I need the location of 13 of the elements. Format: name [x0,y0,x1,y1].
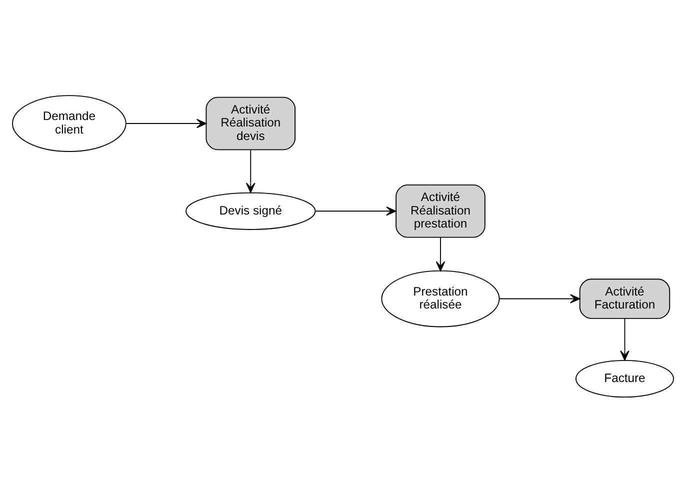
node-ellipse: Demande client [12,95,126,152]
arrow [620,318,630,361]
arrow [246,149,256,193]
arrow [315,206,396,216]
node-box: Activité Facturation [579,278,670,319]
node-ellipse: Facture [576,360,674,398]
arrow [499,294,580,304]
arrow [126,118,207,128]
node-box: Activité Réalisation prestation [396,184,486,238]
node-box: Activité Réalisation devis [206,96,296,150]
arrow [436,236,446,272]
node-ellipse: Prestation réalisée [381,270,500,328]
node-ellipse: Devis signé [186,192,316,230]
